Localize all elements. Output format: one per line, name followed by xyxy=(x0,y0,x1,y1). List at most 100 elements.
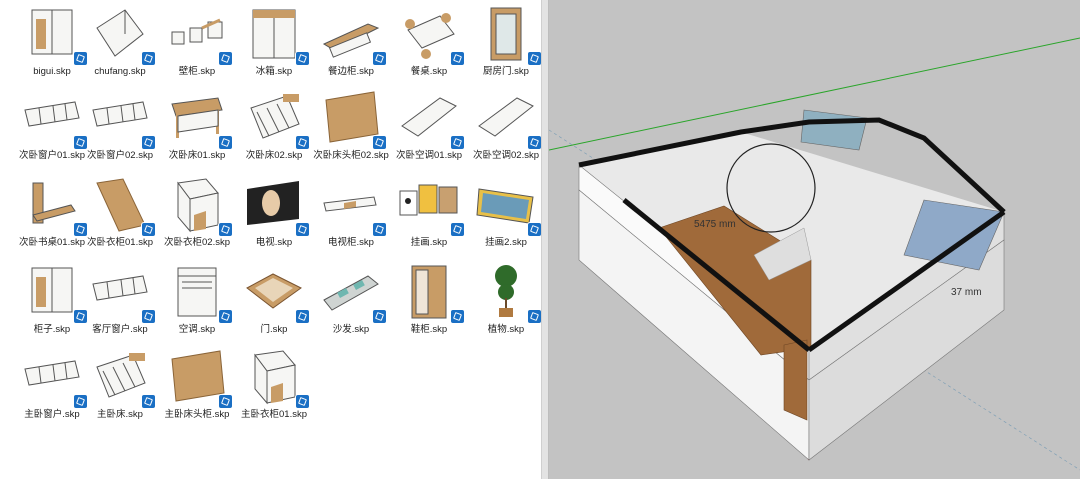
file-item[interactable]: 主卧床.skp xyxy=(81,347,159,420)
file-item[interactable]: 沙发.skp xyxy=(312,262,390,335)
sketchup-file-badge-icon xyxy=(142,310,155,323)
file-item[interactable]: 次卧书桌01.skp xyxy=(13,175,91,248)
file-name: 壁柜.skp xyxy=(178,66,216,77)
file-name: 次卧窗户02.skp xyxy=(87,150,153,161)
sketchup-file-badge-icon xyxy=(528,310,541,323)
selection-circle xyxy=(726,143,816,233)
file-name: 沙发.skp xyxy=(332,324,370,335)
file-name: 次卧床头柜02.skp xyxy=(313,150,389,161)
sketchup-file-badge-icon xyxy=(74,136,87,149)
bed-thumbnail-icon xyxy=(164,88,232,149)
file-item[interactable]: 挂画.skp xyxy=(390,175,468,248)
file-name: 餐桌.skp xyxy=(410,66,448,77)
file-item[interactable]: 次卧床头柜02.skp xyxy=(312,88,390,161)
sketchup-file-badge-icon xyxy=(219,395,232,408)
sideboard-thumbnail-icon xyxy=(318,4,386,65)
file-name: 次卧衣柜02.skp xyxy=(164,237,230,248)
sketchup-file-badge-icon xyxy=(74,395,87,408)
file-item[interactable]: 厨房门.skp xyxy=(467,4,545,77)
file-item[interactable]: 客厅窗户.skp xyxy=(81,262,159,335)
file-item[interactable]: 空调.skp xyxy=(158,262,236,335)
file-item[interactable]: 次卧空调01.skp xyxy=(390,88,468,161)
door-thumbnail-icon xyxy=(473,4,541,65)
top-wall-edges xyxy=(578,117,1006,214)
file-name: 冰箱.skp xyxy=(255,66,293,77)
sketchup-file-badge-icon xyxy=(373,223,386,236)
dimension-label-width: 37 mm xyxy=(951,287,982,298)
file-item[interactable]: 次卧窗户01.skp xyxy=(13,88,91,161)
wardrobe-thumbnail-icon xyxy=(19,4,87,65)
sketchup-file-badge-icon xyxy=(296,136,309,149)
desk-thumbnail-icon xyxy=(19,175,87,236)
file-item[interactable]: 次卧衣柜01.skp xyxy=(81,175,159,248)
aircon-thumbnail-icon xyxy=(396,88,464,149)
sign-thumbnail-icon xyxy=(473,175,541,236)
file-name: 电视.skp xyxy=(255,237,293,248)
file-item[interactable]: 电视柜.skp xyxy=(312,175,390,248)
sketchup-file-badge-icon xyxy=(74,52,87,65)
file-item[interactable]: 植物.skp xyxy=(467,262,545,335)
file-item[interactable]: 次卧空调02.skp xyxy=(467,88,545,161)
sketchup-file-badge-icon xyxy=(451,52,464,65)
file-item[interactable]: 主卧衣柜01.skp xyxy=(235,347,313,420)
window-thumbnail-icon xyxy=(87,262,155,323)
file-item[interactable]: 餐边柜.skp xyxy=(312,4,390,77)
floorplan-model xyxy=(549,37,1080,471)
sketchup-3d-viewport[interactable]: 5475 mm 37 mm xyxy=(549,0,1080,479)
paintings-thumbnail-icon xyxy=(396,175,464,236)
bedframe-thumbnail-icon xyxy=(87,347,155,408)
file-item[interactable]: 鞋柜.skp xyxy=(390,262,468,335)
sketchup-file-badge-icon xyxy=(373,310,386,323)
file-item[interactable]: chufang.skp xyxy=(81,4,159,77)
file-item[interactable]: 门.skp xyxy=(235,262,313,335)
file-name: bigui.skp xyxy=(33,66,71,77)
sketchup-file-badge-icon xyxy=(74,310,87,323)
window-thumbnail-icon xyxy=(19,347,87,408)
sketchup-file-badge-icon xyxy=(219,136,232,149)
cabinet-thumbnail-icon xyxy=(241,347,309,408)
acunit-thumbnail-icon xyxy=(164,262,232,323)
panel-thumbnail-icon xyxy=(87,4,155,65)
file-item[interactable]: 主卧窗户.skp xyxy=(13,347,91,420)
sketchup-file-badge-icon xyxy=(219,223,232,236)
sketchup-file-badge-icon xyxy=(219,52,232,65)
file-item[interactable]: 主卧床头柜.skp xyxy=(158,347,236,420)
file-item[interactable]: 冰箱.skp xyxy=(235,4,313,77)
file-name: 客厅窗户.skp xyxy=(92,324,148,335)
aircon-thumbnail-icon xyxy=(473,88,541,149)
file-item[interactable]: 次卧衣柜02.skp xyxy=(158,175,236,248)
file-item[interactable]: bigui.skp xyxy=(13,4,91,77)
file-name: 植物.skp xyxy=(487,324,525,335)
plant-thumbnail-icon xyxy=(473,262,541,323)
front-door xyxy=(783,339,808,421)
file-name: 电视柜.skp xyxy=(328,237,374,248)
glass-window-right xyxy=(903,199,1005,271)
right-wall-edge xyxy=(807,209,1006,353)
front-wall-edge xyxy=(622,198,811,352)
file-item[interactable]: 电视.skp xyxy=(235,175,313,248)
sketchup-file-badge-icon xyxy=(451,136,464,149)
file-name: 主卧床.skp xyxy=(97,409,143,420)
file-name: 次卧空调01.skp xyxy=(396,150,462,161)
sketchup-file-badge-icon xyxy=(142,395,155,408)
pane-splitter[interactable] xyxy=(541,0,549,479)
file-name: 主卧窗户.skp xyxy=(24,409,80,420)
front-right-face xyxy=(808,239,1005,461)
file-item[interactable]: 餐桌.skp xyxy=(390,4,468,77)
green-axis-line xyxy=(549,37,1080,151)
sketchup-file-badge-icon xyxy=(451,310,464,323)
file-name: 空调.skp xyxy=(178,324,216,335)
woodpanel-thumbnail-icon xyxy=(164,347,232,408)
file-item[interactable]: 挂画2.skp xyxy=(467,175,545,248)
file-item[interactable]: 次卧窗户02.skp xyxy=(81,88,159,161)
sketchup-file-badge-icon xyxy=(528,223,541,236)
file-name: 次卧窗户01.skp xyxy=(19,150,85,161)
file-item[interactable]: 柜子.skp xyxy=(13,262,91,335)
file-item[interactable]: 次卧床01.skp xyxy=(158,88,236,161)
file-item[interactable]: 次卧床02.skp xyxy=(235,88,313,161)
glass-window-top xyxy=(800,109,868,151)
sofa-thumbnail-icon xyxy=(318,262,386,323)
cabinet-thumbnail-icon xyxy=(164,175,232,236)
file-item[interactable]: 壁柜.skp xyxy=(158,4,236,77)
file-name: 次卧空调02.skp xyxy=(473,150,539,161)
